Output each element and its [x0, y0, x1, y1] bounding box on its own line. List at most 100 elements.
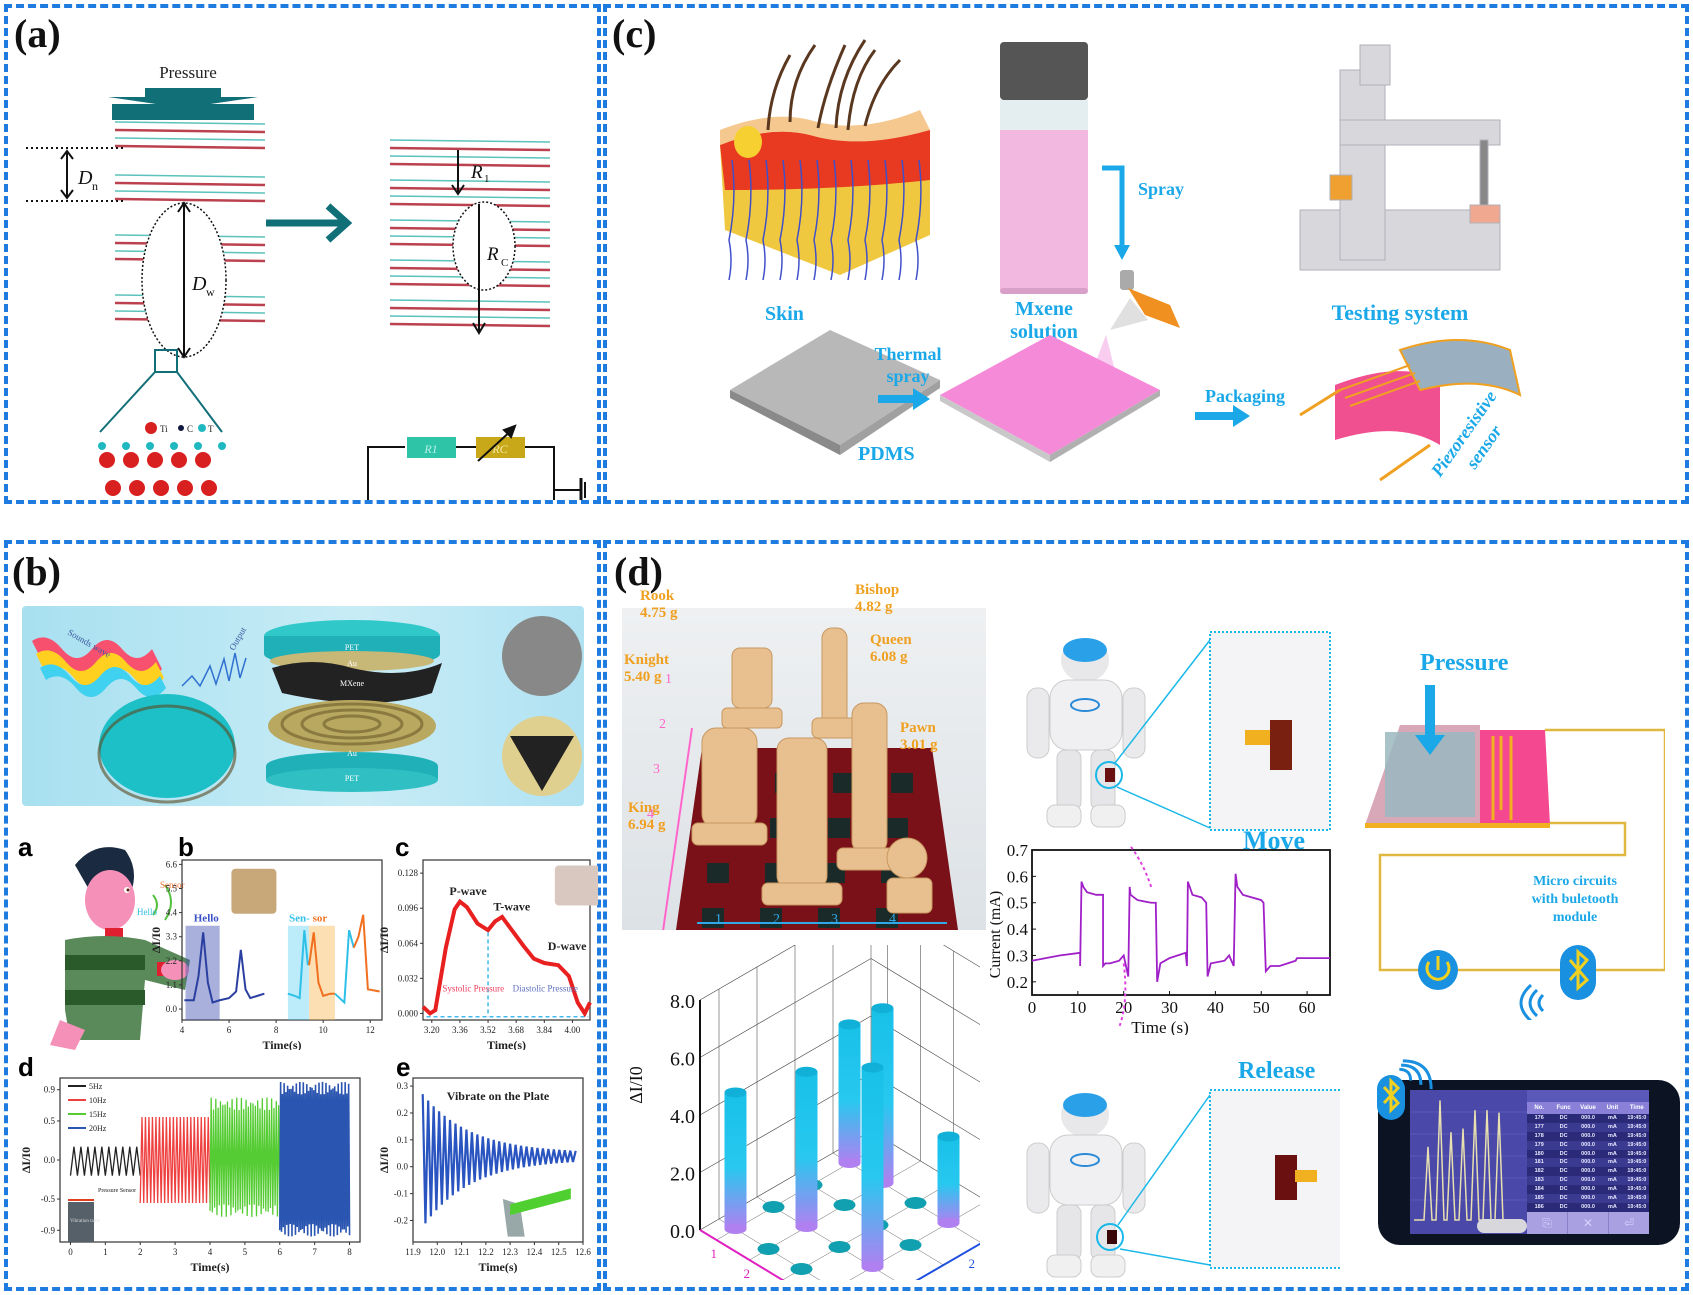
phone-table-cell: 19:45:0	[1627, 1177, 1647, 1184]
panel-d	[603, 540, 1689, 1291]
x-tick-label: 3	[173, 1247, 178, 1257]
column-index-label: 4	[889, 912, 896, 927]
compressed-void	[452, 201, 516, 291]
z-tick-label: 2.0	[670, 1164, 695, 1186]
phone-table-header-cell: Func	[1556, 1105, 1571, 1111]
variable-resistor-label: RC	[491, 442, 508, 456]
x-tick-label: 12.1	[454, 1247, 470, 1257]
phone-table-header-cell: Unit	[1606, 1105, 1619, 1111]
dn-sub: n	[92, 179, 98, 193]
release-label: Release	[1238, 1058, 1316, 1084]
phone-table-cell: DC	[1559, 1123, 1568, 1130]
bar-rook	[724, 1092, 747, 1229]
phone-table-cell: 19:45:0	[1627, 1132, 1647, 1139]
phone-bluetooth-badge	[1377, 1059, 1433, 1120]
chess-piece-name: Pawn	[900, 720, 936, 736]
vibration-table	[68, 1202, 94, 1242]
phone-copy-button[interactable]: ⎘	[1527, 1212, 1568, 1234]
legend-label: 15Hz	[89, 1110, 107, 1119]
subfig-c-label: c	[395, 832, 410, 862]
row-index-label: 4	[647, 807, 654, 822]
grid-line	[699, 945, 796, 1001]
testing-system	[1299, 44, 1501, 271]
y-tick-label: 0.064	[398, 938, 419, 948]
phone-home-bar[interactable]	[1477, 1219, 1527, 1233]
column-axis	[915, 1242, 980, 1280]
robot-release-photo	[1026, 1089, 1340, 1278]
rc-sub: C	[501, 257, 508, 269]
layer-au-bottom: Au	[347, 749, 357, 758]
sor-annotation: sor	[313, 912, 328, 924]
chess-piece-name: Bishop	[855, 582, 900, 598]
wireless-signal-icon-phone	[1399, 1059, 1433, 1090]
throat-sensor	[105, 928, 123, 938]
chessboard-photo	[622, 608, 986, 930]
resistor-r1-label: R1	[423, 442, 437, 456]
power-icon	[1418, 950, 1458, 990]
svg-text:Ti: Ti	[160, 424, 168, 434]
circuit-wires	[1378, 728, 1665, 972]
phone-clear-button[interactable]: ✕	[1568, 1212, 1609, 1234]
wireless-signal-icon	[1519, 983, 1545, 1020]
mxene-lattice	[98, 442, 226, 496]
svg-text:T: T	[208, 424, 214, 434]
y-axis-label: ΔI/I0	[20, 1147, 33, 1173]
mxene-label-2: solution	[1010, 321, 1078, 343]
phone-table-cell: 180	[1534, 1150, 1544, 1157]
series-15Hz	[209, 1097, 281, 1218]
r1-sub: 1	[484, 173, 490, 185]
x-tick-label: 12.4	[527, 1247, 543, 1257]
robot-figure	[1026, 638, 1146, 828]
phone-table-cell: 19:45:0	[1627, 1159, 1647, 1166]
series-20Hz	[278, 1081, 351, 1237]
transition-arrow	[266, 203, 353, 243]
phone-table-cell: 000.0	[1581, 1123, 1595, 1130]
chess-piece-name: Knight	[624, 652, 670, 668]
cantilever-illustration	[510, 1188, 571, 1216]
phone-table-cell: 181	[1534, 1159, 1544, 1166]
pulse-series	[421, 898, 592, 1018]
pulse-annotation: D-wave	[548, 939, 587, 953]
dn-label: D	[77, 167, 93, 189]
phone-table-cell: DC	[1559, 1150, 1568, 1157]
row-tick-label: 2	[744, 1266, 751, 1280]
phone-table-cell: 19:45:0	[1627, 1150, 1647, 1157]
y-tick-label: 1.1	[166, 980, 177, 990]
dw-arrow	[177, 201, 191, 359]
x-tick-label: 12.3	[502, 1247, 518, 1257]
release-pointer	[1117, 963, 1127, 1029]
sensor-pad	[833, 773, 855, 793]
y-tick-label: 5.5	[166, 883, 178, 893]
piezoresistive-sensor	[1299, 339, 1522, 482]
speech-hello: Hello	[137, 907, 157, 917]
x-tick-label: 2	[138, 1247, 143, 1257]
y-tick-label: 0.9	[44, 1085, 56, 1095]
phone-exit-button[interactable]: ⏎	[1623, 1216, 1635, 1230]
panel-a	[4, 4, 601, 504]
hello-annotation: Hello	[194, 912, 220, 924]
mxene-vial	[1000, 42, 1088, 294]
sen-annotation: Sen-	[289, 912, 310, 924]
x-axis-label: Time(s)	[478, 1260, 517, 1274]
testing-system-label: Testing system	[1332, 300, 1469, 325]
press-plate	[112, 104, 254, 120]
robot-move-photo	[1026, 631, 1331, 831]
throat-photo-inset	[231, 868, 277, 914]
phone-table-cell: 000.0	[1581, 1168, 1595, 1175]
subfig-a-label: a	[18, 832, 33, 862]
legend-label: 10Hz	[89, 1096, 107, 1105]
phone-table-cell: 19:45:0	[1627, 1195, 1647, 1202]
y-tick-label: -0.5	[41, 1194, 56, 1204]
series-10Hz	[139, 1117, 211, 1203]
x-axis-label: Time(s)	[190, 1260, 229, 1274]
pressure-arrow-d	[1415, 685, 1445, 755]
resistor-r1	[407, 437, 456, 458]
y-tick-label: 0.0	[166, 1004, 178, 1014]
panel-c	[603, 4, 1689, 504]
